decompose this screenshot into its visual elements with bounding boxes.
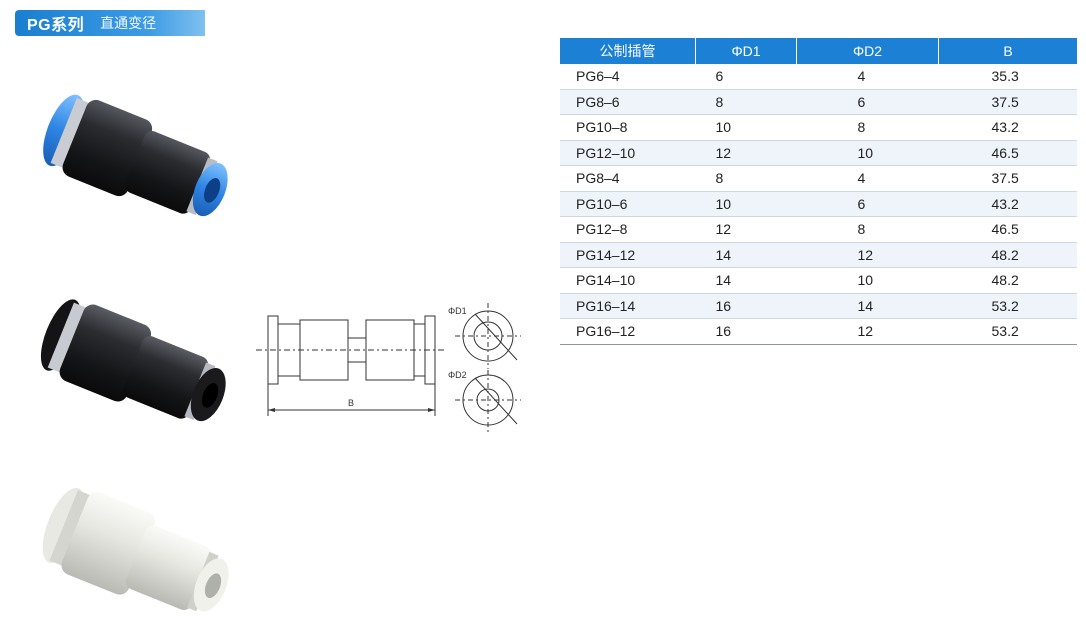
series-subtitle: 直通变径 xyxy=(100,15,157,31)
cell-b: 46.5 xyxy=(938,140,1077,166)
label-d1: ΦD1 xyxy=(448,306,467,316)
cell-model: PG10–8 xyxy=(560,114,696,141)
cell-model: PG14–12 xyxy=(560,242,696,268)
cell-d1: 16 xyxy=(695,293,797,319)
cell-b: 43.2 xyxy=(938,114,1077,141)
cell-b: 37.5 xyxy=(938,165,1077,192)
header-d2: ΦD2 xyxy=(796,38,939,64)
cell-model: PG8–6 xyxy=(560,89,696,115)
cell-d2: 12 xyxy=(796,242,939,268)
cell-d2: 10 xyxy=(796,140,939,166)
cell-b: 35.3 xyxy=(938,64,1077,90)
cell-b: 46.5 xyxy=(938,216,1077,243)
cell-d2: 6 xyxy=(796,89,939,115)
cell-model: PG8–4 xyxy=(560,165,696,192)
cell-b: 48.2 xyxy=(938,267,1077,294)
cell-b: 43.2 xyxy=(938,191,1077,217)
technical-drawing: ΦD1 ΦD2 B xyxy=(256,303,521,433)
cell-d2: 8 xyxy=(796,114,939,141)
cell-model: PG16–12 xyxy=(560,318,696,345)
cell-d1: 10 xyxy=(695,191,797,217)
series-header: PG系列 直通变径 xyxy=(15,10,205,36)
header-d1: ΦD1 xyxy=(695,38,797,64)
table-header-row: 公制插管 ΦD1 ΦD2 B xyxy=(560,38,1077,64)
cell-d1: 12 xyxy=(695,216,797,243)
series-title: PG系列 xyxy=(27,17,85,34)
cell-d1: 8 xyxy=(695,89,797,115)
cell-b: 48.2 xyxy=(938,242,1077,268)
cell-d2: 12 xyxy=(796,318,939,345)
label-d2: ΦD2 xyxy=(448,370,467,380)
cell-d2: 4 xyxy=(796,165,939,192)
label-b: B xyxy=(348,398,354,408)
product-image-black-blue xyxy=(43,94,228,217)
cell-b: 53.2 xyxy=(938,293,1077,319)
cell-model: PG10–6 xyxy=(560,191,696,217)
cell-d2: 6 xyxy=(796,191,939,217)
cell-d1: 12 xyxy=(695,140,797,166)
cell-model: PG14–10 xyxy=(560,267,696,294)
cell-d1: 16 xyxy=(695,318,797,345)
cell-b: 37.5 xyxy=(938,89,1077,115)
product-image-white xyxy=(42,487,229,612)
cell-d2: 8 xyxy=(796,216,939,243)
cell-b: 53.2 xyxy=(938,318,1077,345)
header-tube: 公制插管 xyxy=(560,38,696,64)
cell-d1: 14 xyxy=(695,242,797,268)
cell-model: PG16–14 xyxy=(560,293,696,319)
product-image-black xyxy=(40,299,226,422)
cell-model: PG6–4 xyxy=(560,64,696,90)
cell-d1: 10 xyxy=(695,114,797,141)
cell-model: PG12–8 xyxy=(560,216,696,243)
cell-d1: 8 xyxy=(695,165,797,192)
cell-d2: 10 xyxy=(796,267,939,294)
header-b: B xyxy=(938,38,1077,64)
cell-d2: 4 xyxy=(796,64,939,90)
cell-d1: 6 xyxy=(695,64,797,90)
cell-model: PG12–10 xyxy=(560,140,696,166)
cell-d2: 14 xyxy=(796,293,939,319)
cell-d1: 14 xyxy=(695,267,797,294)
